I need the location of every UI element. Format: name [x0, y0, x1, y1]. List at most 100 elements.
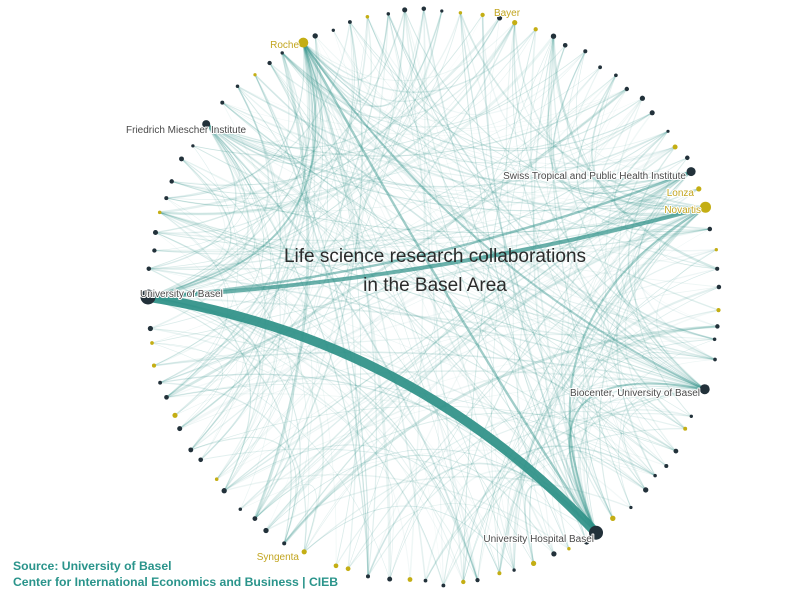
collaboration-edge [463, 206, 706, 583]
collaboration-edge [529, 309, 720, 564]
node [169, 179, 174, 184]
collaboration-edge [171, 180, 720, 288]
collaboration-edge [564, 171, 692, 534]
highlight-edge [143, 292, 601, 538]
collaboration-edge [604, 97, 656, 477]
node [689, 414, 693, 418]
node [458, 11, 463, 15]
collaboration-edge [254, 483, 317, 553]
collaboration-edge [223, 444, 500, 574]
collaboration-edge [512, 22, 677, 452]
collaboration-edge [618, 130, 706, 390]
collaboration-edge [513, 21, 707, 208]
collaboration-edge [303, 30, 357, 118]
node [629, 505, 633, 510]
node [480, 12, 485, 18]
collaboration-edge [505, 22, 597, 534]
node [562, 42, 568, 48]
highlight-edge [146, 170, 693, 299]
node [158, 380, 163, 385]
collaboration-edge [165, 42, 305, 199]
collaboration-edge [155, 232, 500, 574]
chart-title-line2: in the Basel Area [363, 275, 507, 296]
collaboration-edge [462, 28, 537, 583]
node [164, 196, 169, 201]
collaboration-edge [223, 206, 707, 492]
node [146, 266, 152, 271]
node-roche [298, 37, 309, 48]
collaboration-edge [301, 41, 392, 581]
collaboration-edge [477, 206, 706, 581]
collaboration-edge [159, 10, 443, 384]
collaboration-edge [215, 74, 617, 480]
collaboration-edge [367, 97, 644, 578]
node [421, 6, 427, 11]
node [497, 571, 502, 576]
collaboration-edge [546, 44, 707, 215]
node [235, 84, 240, 89]
node [673, 448, 679, 454]
collaboration-edge [586, 75, 718, 327]
collaboration-edge [222, 88, 628, 135]
collaboration-edge [192, 88, 628, 161]
collaboration-edge [205, 85, 283, 161]
collaboration-edge [498, 206, 707, 574]
node [312, 33, 318, 39]
collaboration-edge [302, 42, 706, 390]
collaboration-edge [153, 123, 264, 366]
collaboration-edge [159, 211, 656, 477]
collaboration-edge [589, 88, 692, 189]
highlight-edge [568, 382, 706, 534]
node [280, 51, 284, 55]
collaboration-edge [171, 181, 706, 233]
collaboration-edge [552, 50, 692, 195]
collaboration-edge [147, 35, 317, 298]
collaboration-edge [205, 123, 706, 210]
node [407, 577, 413, 582]
node [177, 426, 183, 432]
node [715, 324, 720, 329]
collaboration-edge [498, 206, 707, 575]
node [530, 560, 537, 567]
node [716, 308, 721, 313]
highlight-edge [302, 41, 598, 534]
collaboration-edge [582, 206, 706, 519]
collaboration-edge [347, 35, 554, 569]
collaboration-edge [513, 171, 692, 571]
collaboration-edge [205, 123, 597, 534]
collaboration-edge [151, 74, 617, 344]
collaboration-edge [615, 206, 716, 341]
collaboration-edge [403, 9, 465, 583]
node [440, 9, 444, 13]
collaboration-edge [147, 10, 443, 298]
collaboration-edge [552, 35, 719, 270]
collaboration-edge [240, 449, 656, 510]
collaboration-edge [254, 13, 389, 520]
node [188, 447, 194, 453]
collaboration-edge [159, 211, 706, 390]
collaboration-edge [179, 286, 720, 429]
collaboration-edge [158, 211, 570, 550]
collaboration-edge [216, 66, 601, 480]
collaboration-edge [409, 7, 426, 581]
collaboration-edge [584, 268, 718, 519]
collaboration-edge [423, 8, 597, 534]
collaboration-edge [532, 35, 588, 543]
collaboration-edge [254, 146, 676, 520]
collaboration-edge [192, 50, 586, 157]
collaboration-edge [584, 359, 716, 534]
collaboration-edge [254, 171, 692, 520]
collaboration-edge [205, 123, 692, 193]
collaboration-edge [153, 146, 677, 252]
collaboration-edge [481, 14, 676, 166]
collaboration-edge [151, 342, 223, 429]
collaboration-edge [476, 171, 692, 581]
collaboration-edge [516, 66, 601, 564]
edges-layer [147, 7, 720, 587]
collaboration-edge [613, 130, 707, 216]
collaboration-edge [459, 12, 706, 390]
collaboration-edge [174, 171, 692, 416]
collaboration-edge [302, 42, 362, 567]
collaboration-edge [593, 74, 706, 390]
